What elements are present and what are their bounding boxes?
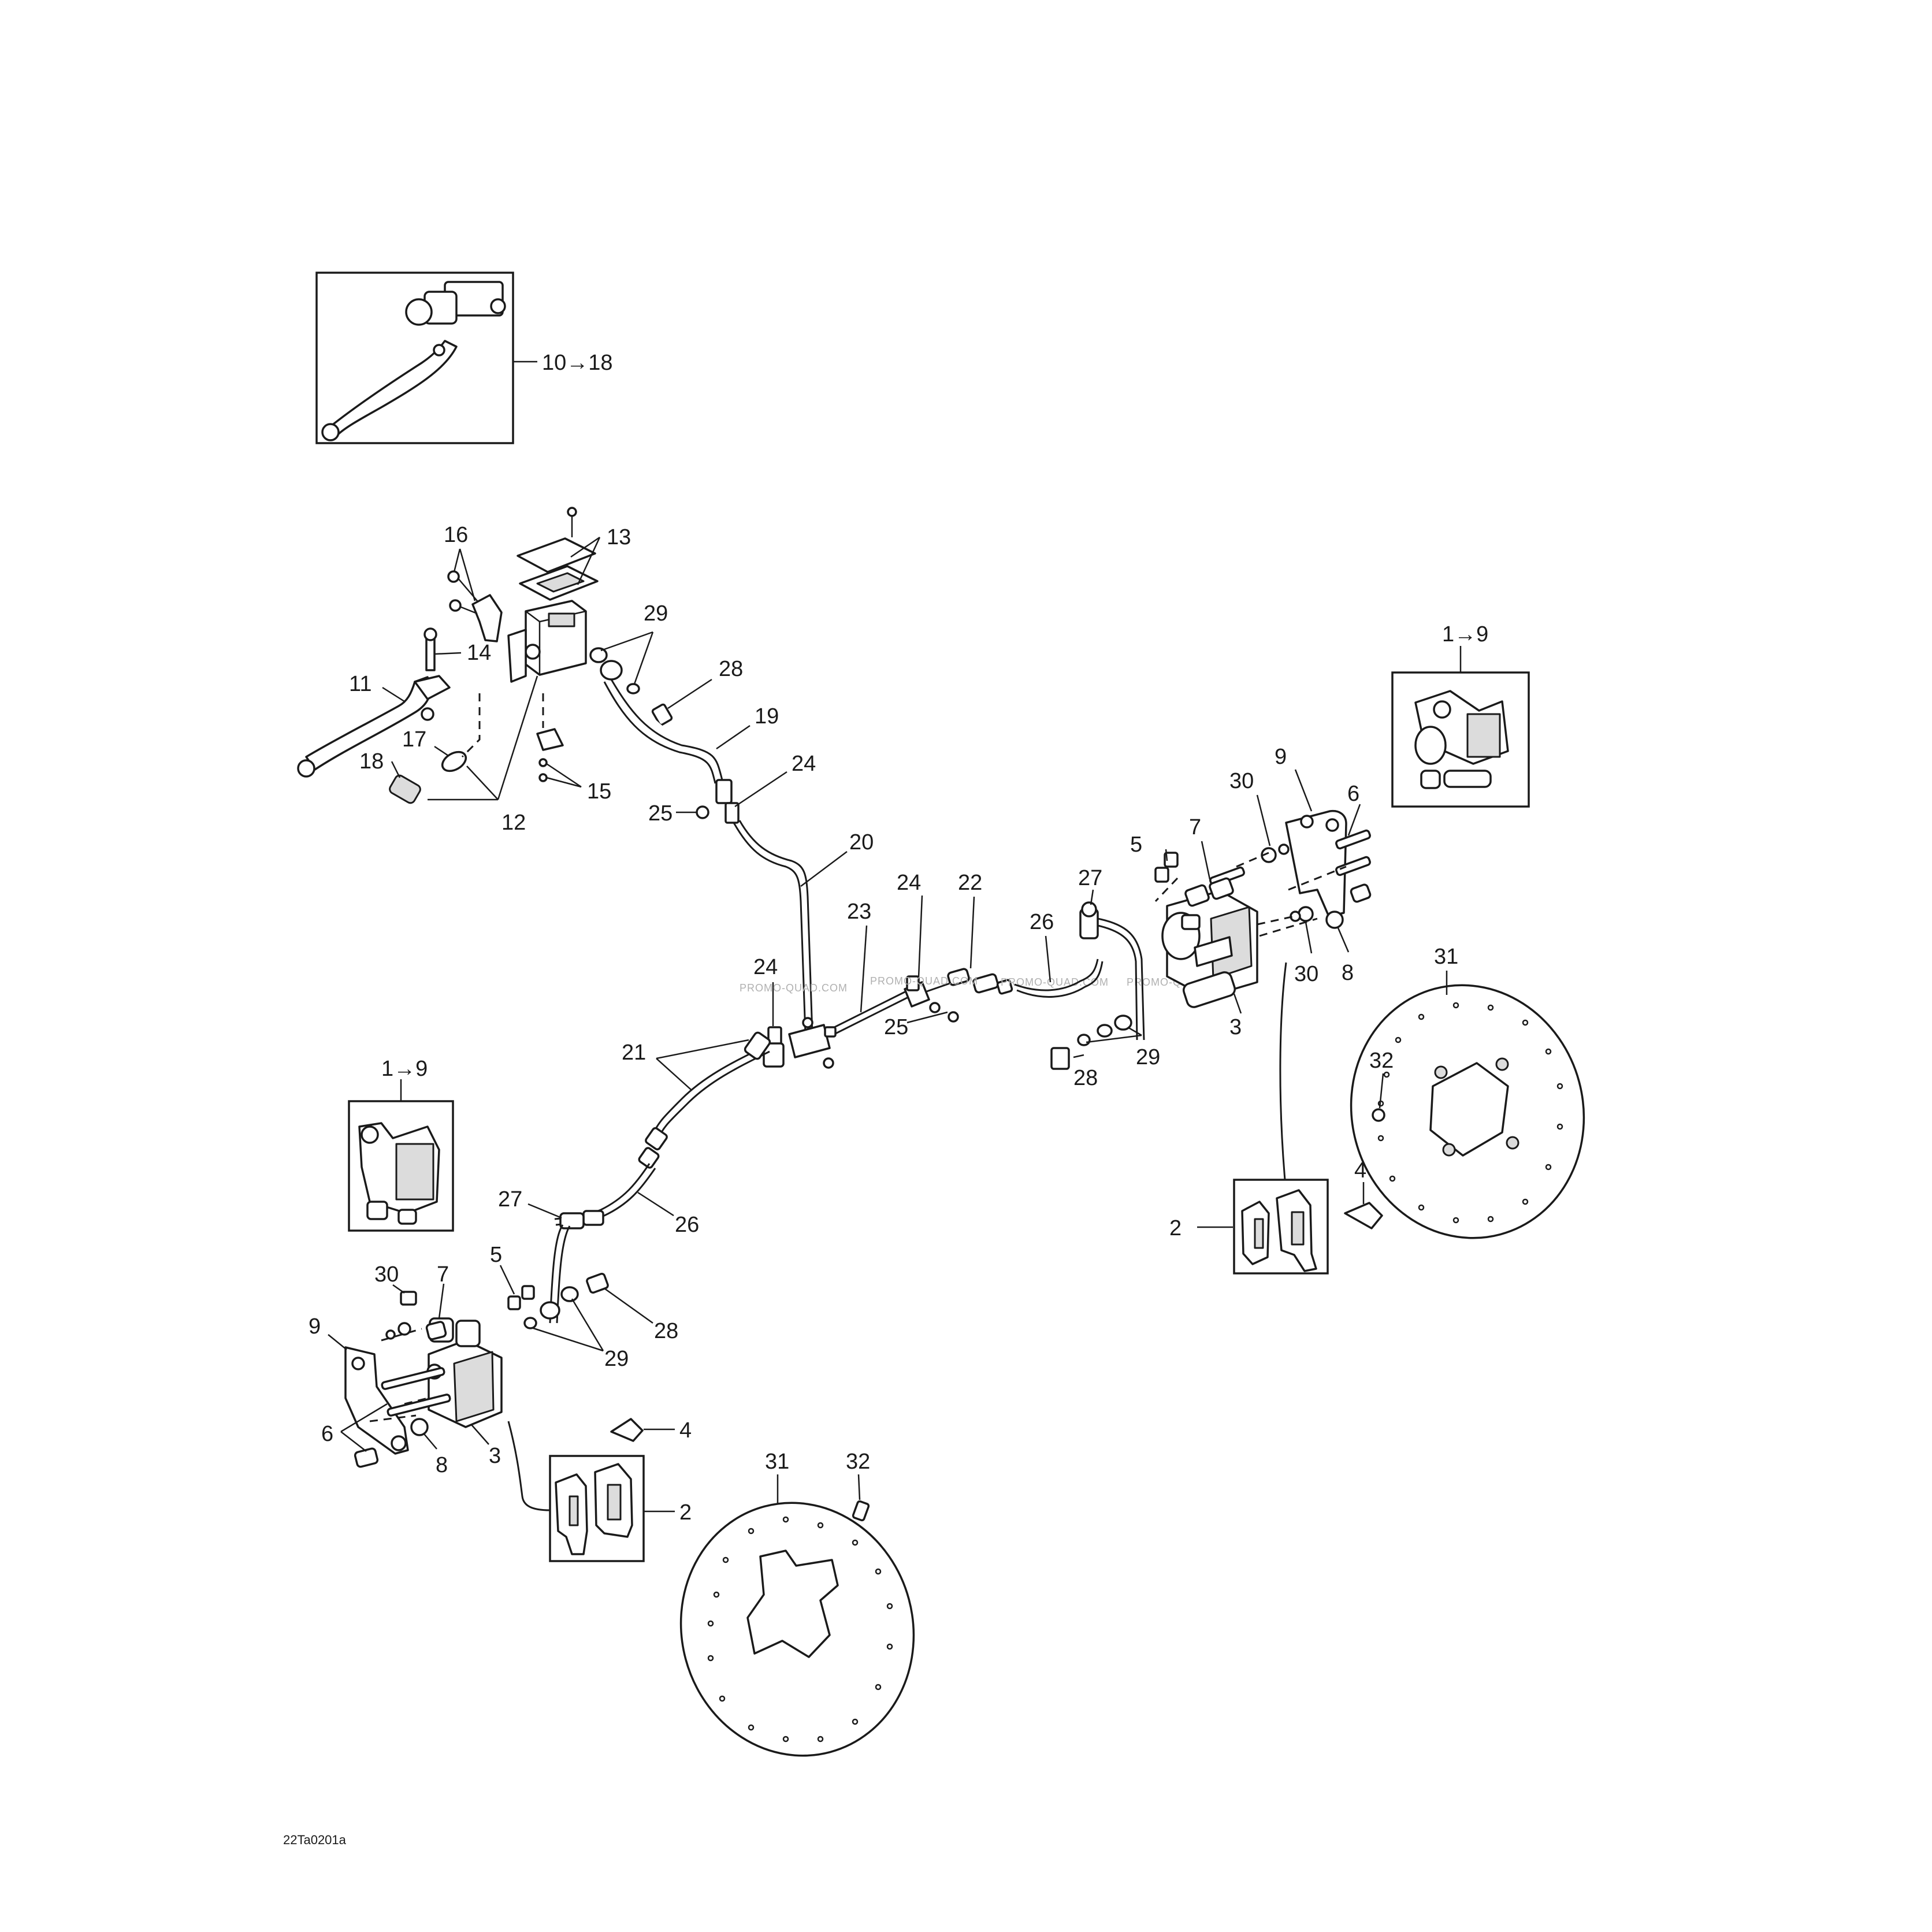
callout-4-left: 4 [679,1418,692,1443]
callout-24-upper: 24 [792,752,816,776]
callout-32-right: 32 [1369,1049,1394,1073]
callout-30-right-bottom: 30 [1294,962,1318,986]
callout-12: 12 [501,811,526,835]
callout-7-left: 7 [437,1262,449,1287]
callout-6-right: 6 [1347,782,1359,806]
callout-15: 15 [587,779,611,804]
callout-25-center: 25 [884,1015,908,1039]
right-caliper-assembly [1154,809,1372,1008]
watermark-3: PROMO-QUAD.COM [1001,976,1109,988]
callout-25-upper: 25 [648,801,673,826]
callout-23: 23 [847,900,871,924]
callout-27-left: 27 [498,1187,522,1212]
callout-1-9-right: 1→9 [1442,622,1488,647]
fitting-27-right [1079,901,1145,1041]
inset-right-caliper [1391,671,1530,808]
banjo-left [523,1272,609,1329]
banjo-right [1050,1015,1132,1070]
callout-28-upper: 28 [719,657,743,681]
hose-21-fittings [638,1031,771,1169]
callout-6-left: 6 [321,1422,333,1446]
screw-right [1372,1108,1385,1122]
callout-11: 11 [349,672,371,696]
banjo-fitting-master [589,647,673,726]
pads-right [1233,1179,1329,1275]
distribution-block [763,1017,834,1069]
callout-24-right: 24 [897,871,921,895]
callout-13: 13 [607,525,631,549]
screw-left [852,1500,870,1522]
callout-26-right: 26 [1030,910,1054,934]
callout-19: 19 [755,704,779,729]
drawing-code: 22Ta0201a [283,1833,347,1847]
callout-5-left: 5 [490,1243,502,1267]
callout-29-upper: 29 [644,601,668,626]
callout-5-right: 5 [1130,833,1142,857]
callout-31-left: 31 [765,1450,789,1474]
watermark-2: PROMO-QUAD.COM [870,975,978,987]
brake-disc-right [1350,984,1585,1239]
callout-28-right: 28 [1073,1066,1098,1090]
callout-20: 20 [849,830,874,854]
spring-left [610,1418,644,1442]
callout-24-center: 24 [753,955,778,979]
callout-2-left: 2 [679,1500,692,1525]
callout-18: 18 [359,749,384,774]
left-caliper-assembly [344,1285,535,1468]
inset-left-caliper [348,1100,454,1232]
callout-8-left: 8 [436,1453,448,1477]
callout-30-right-top: 30 [1229,769,1254,793]
callout-1-9-left: 1→9 [381,1057,428,1081]
hose-22 [947,968,1013,995]
callout-21: 21 [622,1041,646,1065]
callout-16: 16 [444,523,468,547]
junction-upper [696,779,740,824]
callout-9-left: 9 [309,1314,321,1339]
junction-right [904,975,959,1023]
callout-2-right: 2 [1169,1216,1182,1240]
callout-3-right: 3 [1229,1015,1242,1039]
callout-27-right: 27 [1078,866,1102,890]
callout-28-left: 28 [654,1319,678,1343]
callout-30-left: 30 [374,1262,399,1287]
brake-disc-left [679,1502,915,1757]
callout-29-left: 29 [604,1347,629,1371]
callout-17: 17 [402,727,426,752]
spring-right [1344,1202,1383,1229]
callout-7-right: 7 [1189,815,1201,839]
callout-22: 22 [958,871,982,895]
master-cylinder-exploded [297,507,599,804]
inset-master-cylinder-assembly [315,272,514,444]
pads-left [549,1455,645,1562]
callout-3-left: 3 [489,1444,501,1468]
callout-29-right: 29 [1136,1045,1160,1069]
callout-9-right: 9 [1275,745,1287,769]
callout-31-right: 31 [1434,945,1458,969]
callout-14: 14 [467,641,491,665]
callout-32-left: 32 [846,1450,870,1474]
callout-10-18: 10→18 [542,351,613,375]
callout-26-left: 26 [675,1213,699,1237]
callout-8-right: 8 [1342,961,1354,985]
watermark-1: PROMO-QUAD.COM [740,982,848,994]
